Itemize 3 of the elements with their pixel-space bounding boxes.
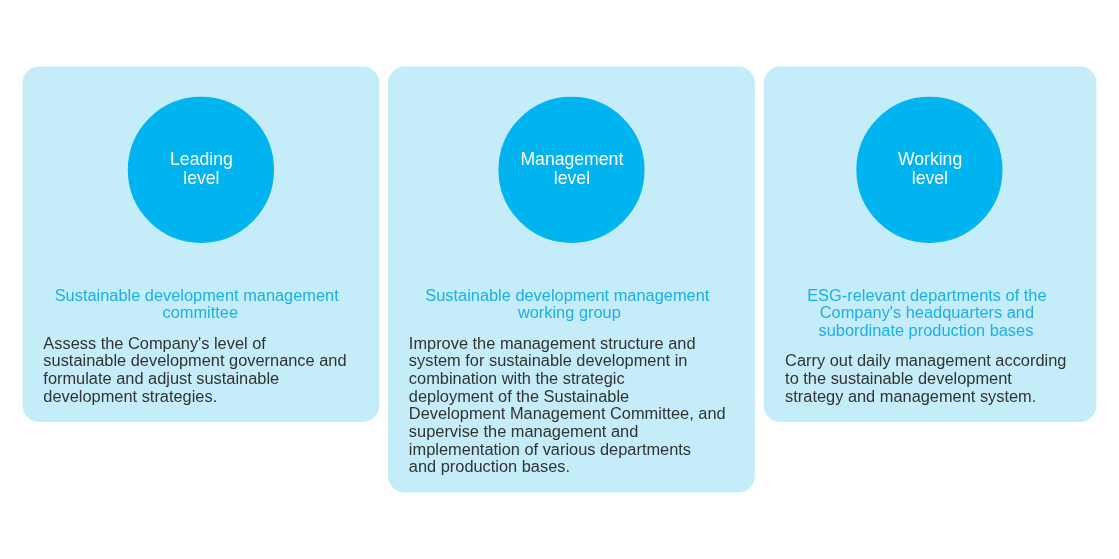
node-circle: Management level: [498, 96, 645, 243]
node-circle: Leading level: [127, 96, 274, 243]
node-circle: Working level: [856, 96, 1003, 243]
